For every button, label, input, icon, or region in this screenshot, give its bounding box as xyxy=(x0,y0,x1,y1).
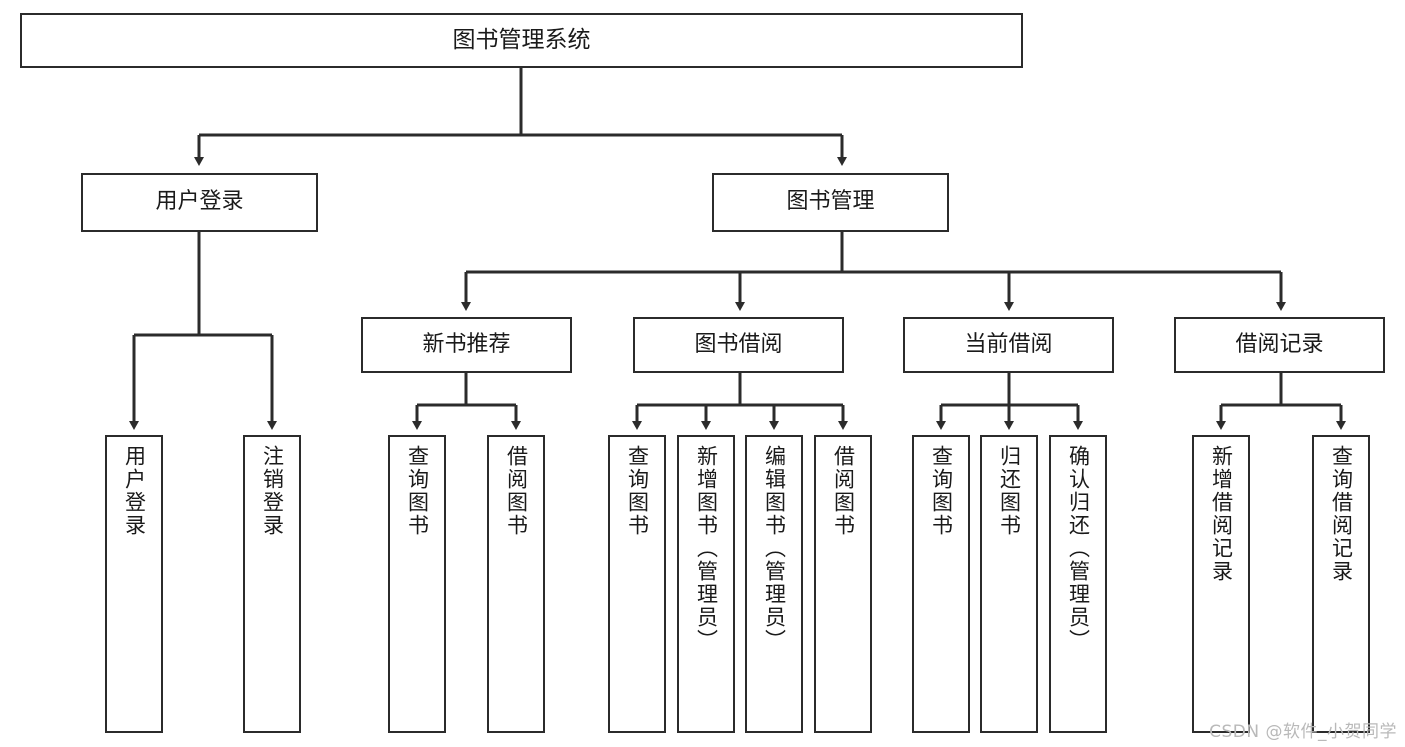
node-borrow-record[interactable]: 借阅记录 xyxy=(1174,317,1385,373)
node-leaf-query-record[interactable]: 查询借阅记录 xyxy=(1312,435,1370,733)
csdn-watermark: CSDN @软件_小贺同学 xyxy=(1209,722,1397,742)
node-leaf-edit-book-label: 编辑图书（管理员） xyxy=(762,445,787,652)
node-leaf-query-book-2-label: 查询图书 xyxy=(625,445,650,537)
node-user-login[interactable]: 用户登录 xyxy=(81,173,318,232)
node-borrow-record-label: 借阅记录 xyxy=(1235,331,1324,357)
node-leaf-query-record-label: 查询借阅记录 xyxy=(1329,445,1354,583)
node-book-borrow-label: 图书借阅 xyxy=(694,331,783,357)
node-leaf-user-login-label: 用户登录 xyxy=(122,445,147,537)
node-leaf-borrow-book-2-label: 借阅图书 xyxy=(831,445,856,537)
node-leaf-confirm-return-label: 确认归还（管理员） xyxy=(1066,445,1091,652)
node-new-book-recommend[interactable]: 新书推荐 xyxy=(361,317,572,373)
node-leaf-logout-label: 注销登录 xyxy=(260,445,285,537)
node-leaf-query-book-1[interactable]: 查询图书 xyxy=(388,435,446,733)
node-leaf-borrow-book-1[interactable]: 借阅图书 xyxy=(487,435,545,733)
node-leaf-add-record-label: 新增借阅记录 xyxy=(1209,445,1234,583)
node-leaf-logout[interactable]: 注销登录 xyxy=(243,435,301,733)
node-new-book-recommend-label: 新书推荐 xyxy=(422,331,511,357)
node-leaf-confirm-return[interactable]: 确认归还（管理员） xyxy=(1049,435,1107,733)
node-leaf-user-login[interactable]: 用户登录 xyxy=(105,435,163,733)
node-root[interactable]: 图书管理系统 xyxy=(20,13,1023,68)
node-root-label: 图书管理系统 xyxy=(452,26,591,53)
node-leaf-add-book[interactable]: 新增图书（管理员） xyxy=(677,435,735,733)
node-book-management-label: 图书管理 xyxy=(786,189,875,215)
node-user-login-label: 用户登录 xyxy=(155,189,244,215)
node-leaf-edit-book[interactable]: 编辑图书（管理员） xyxy=(745,435,803,733)
node-leaf-query-book-1-label: 查询图书 xyxy=(405,445,430,537)
node-book-borrow[interactable]: 图书借阅 xyxy=(633,317,844,373)
node-current-borrow[interactable]: 当前借阅 xyxy=(903,317,1114,373)
node-leaf-add-record[interactable]: 新增借阅记录 xyxy=(1192,435,1250,733)
node-book-management[interactable]: 图书管理 xyxy=(712,173,949,232)
node-leaf-query-book-3[interactable]: 查询图书 xyxy=(912,435,970,733)
node-leaf-add-book-label: 新增图书（管理员） xyxy=(694,445,719,652)
node-leaf-borrow-book-2[interactable]: 借阅图书 xyxy=(814,435,872,733)
node-leaf-query-book-3-label: 查询图书 xyxy=(929,445,954,537)
node-leaf-query-book-2[interactable]: 查询图书 xyxy=(608,435,666,733)
node-leaf-return-book-label: 归还图书 xyxy=(997,445,1022,537)
node-current-borrow-label: 当前借阅 xyxy=(964,331,1053,357)
node-leaf-return-book[interactable]: 归还图书 xyxy=(980,435,1038,733)
node-leaf-borrow-book-1-label: 借阅图书 xyxy=(504,445,529,537)
